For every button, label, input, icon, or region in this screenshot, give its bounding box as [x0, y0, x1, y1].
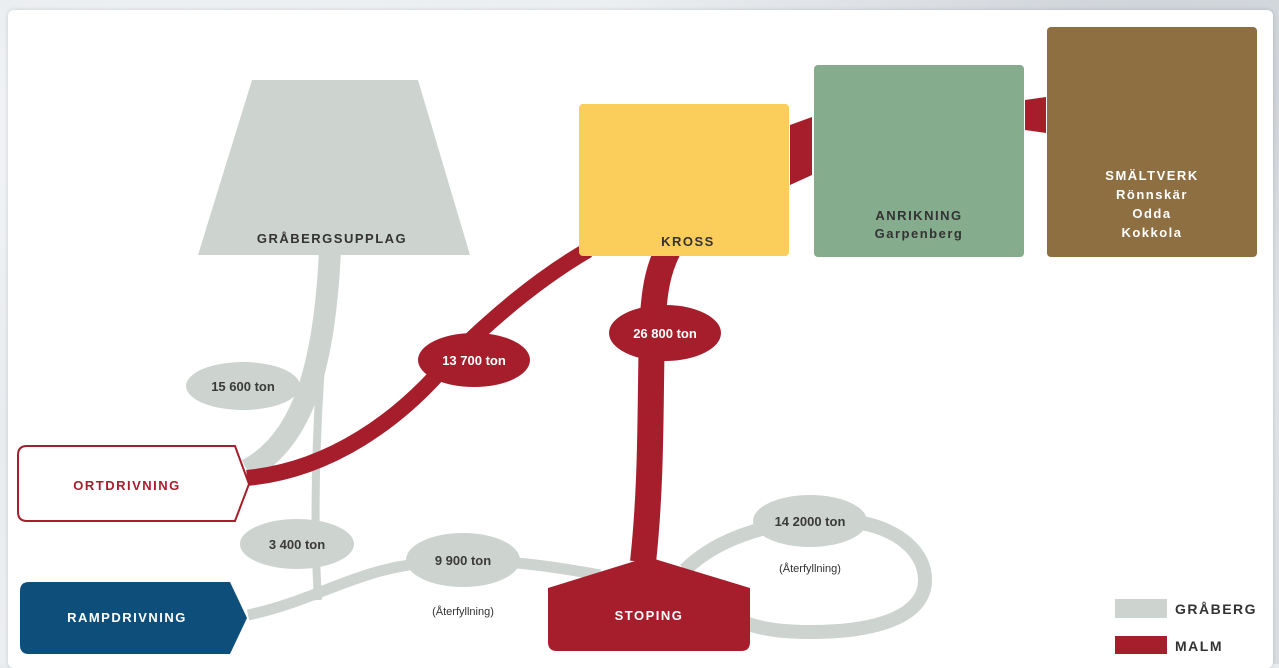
node-rampdrivning: RAMPDRIVNING — [20, 582, 247, 654]
anrikning-title: ANRIKNING — [875, 208, 962, 223]
legend-ore-label: MALM — [1175, 638, 1223, 654]
ortdrivning-label: ORTDRIVNING — [73, 478, 181, 493]
legend-waste-label: GRÅBERG — [1175, 601, 1257, 617]
bubble-backfill-loop: 14 2000 ton — [753, 495, 867, 547]
smaltverk-line2: Odda — [1132, 206, 1171, 221]
connector-kross-anrikning — [790, 117, 812, 185]
bubble-ore-stoping-to-kross-text: 26 800 ton — [633, 326, 697, 341]
node-ortdrivning: ORTDRIVNING — [17, 445, 251, 522]
backfill-loop-note: (Återfyllning) — [779, 562, 841, 575]
smaltverk-line1: Rönnskär — [1116, 187, 1188, 202]
legend-waste-swatch — [1115, 599, 1167, 618]
node-stoping: STOPING — [548, 557, 750, 651]
flow-stoping-to-kross — [630, 244, 680, 564]
bubble-ore-ort-to-kross-text: 13 700 ton — [442, 353, 506, 368]
bubble-waste-ramp-text: 3 400 ton — [269, 537, 325, 552]
connector-anrikning-smaltverk — [1025, 97, 1046, 133]
bubble-waste-to-dump-text: 15 600 ton — [211, 379, 275, 394]
rampdrivning-label: RAMPDRIVNING — [67, 610, 187, 625]
bubble-backfill-ramp: 9 900 ton — [406, 533, 520, 587]
stoping-label: STOPING — [615, 608, 684, 623]
bubble-waste-ramp: 3 400 ton — [240, 519, 354, 569]
bubble-ore-ort-to-kross: 13 700 ton — [418, 333, 530, 387]
smaltverk-title: SMÄLTVERK — [1105, 168, 1198, 183]
flow-ort-to-kross — [246, 243, 593, 486]
node-anrikning: ANRIKNING Garpenberg — [814, 65, 1024, 257]
legend-ore-swatch — [1115, 636, 1167, 654]
node-kross: KROSS — [579, 104, 789, 256]
legend: GRÅBERG MALM — [1115, 599, 1257, 654]
smaltverk-line3: Kokkola — [1121, 225, 1182, 240]
kross-label: KROSS — [661, 234, 715, 249]
bubble-backfill-ramp-text: 9 900 ton — [435, 553, 491, 568]
anrikning-sub: Garpenberg — [875, 226, 964, 241]
bubble-waste-to-dump: 15 600 ton — [186, 362, 300, 410]
bubble-backfill-loop-text: 14 2000 ton — [775, 514, 846, 529]
node-grabergsupplag: GRÅBERGSUPPLAG — [198, 80, 470, 255]
bubble-ore-stoping-to-kross: 26 800 ton — [609, 305, 721, 361]
backfill-ramp-note: (Återfyllning) — [432, 605, 494, 618]
grabergsupplag-label: GRÅBERGSUPPLAG — [257, 231, 407, 246]
node-smaltverk: SMÄLTVERK Rönnskär Odda Kokkola — [1047, 27, 1257, 257]
